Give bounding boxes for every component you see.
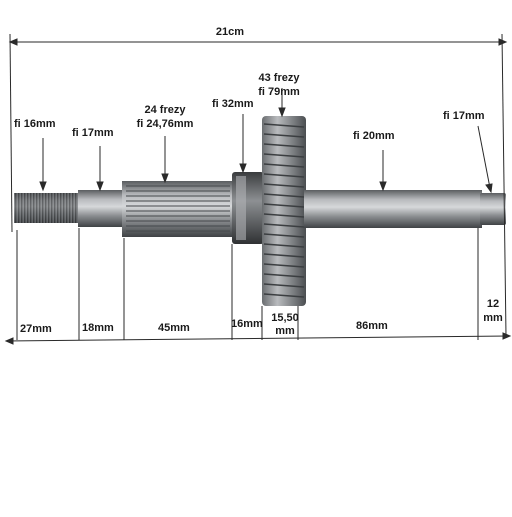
spline-teeth-marks [126, 185, 230, 232]
shaft-body [14, 116, 506, 306]
spline-teeth-label: 24 frezy [144, 104, 186, 116]
length-thread-label: 27mm [20, 323, 52, 335]
overall-length-label: 21cm [215, 26, 245, 38]
main-shaft-diameter-label: fi 20mm [353, 130, 395, 142]
length-journal-label: 18mm [82, 322, 114, 334]
length-gear-label-a: 15,50 [271, 312, 299, 324]
length-gear-label-b: mm [275, 325, 295, 337]
collar-diameter-label: fi 32mm [212, 98, 254, 110]
length-collar-label: 16mm [231, 318, 263, 330]
length-end-label-a: 12 [486, 298, 500, 310]
spline-diameter-label: fi 24,76mm [136, 118, 194, 130]
length-end-label-b: mm [483, 312, 503, 324]
length-shaft-label: 86mm [356, 320, 388, 332]
dia-left-journal-label: fi 17mm [72, 127, 114, 139]
main-shaft [304, 190, 482, 228]
gear-teeth-label: 43 frezy [258, 72, 300, 84]
right-journal [480, 193, 506, 225]
spline-section [122, 181, 234, 237]
left-journal [78, 190, 124, 227]
gear [262, 116, 306, 306]
dia-left-thread-label: fi 16mm [14, 118, 56, 130]
length-spline-label: 45mm [158, 322, 190, 334]
right-journal-diameter-label: fi 17mm [443, 110, 485, 122]
gear-diameter-label: fi 79mm [258, 86, 300, 98]
dimension-lines [4, 33, 512, 345]
gear-teeth-marks [263, 123, 305, 298]
